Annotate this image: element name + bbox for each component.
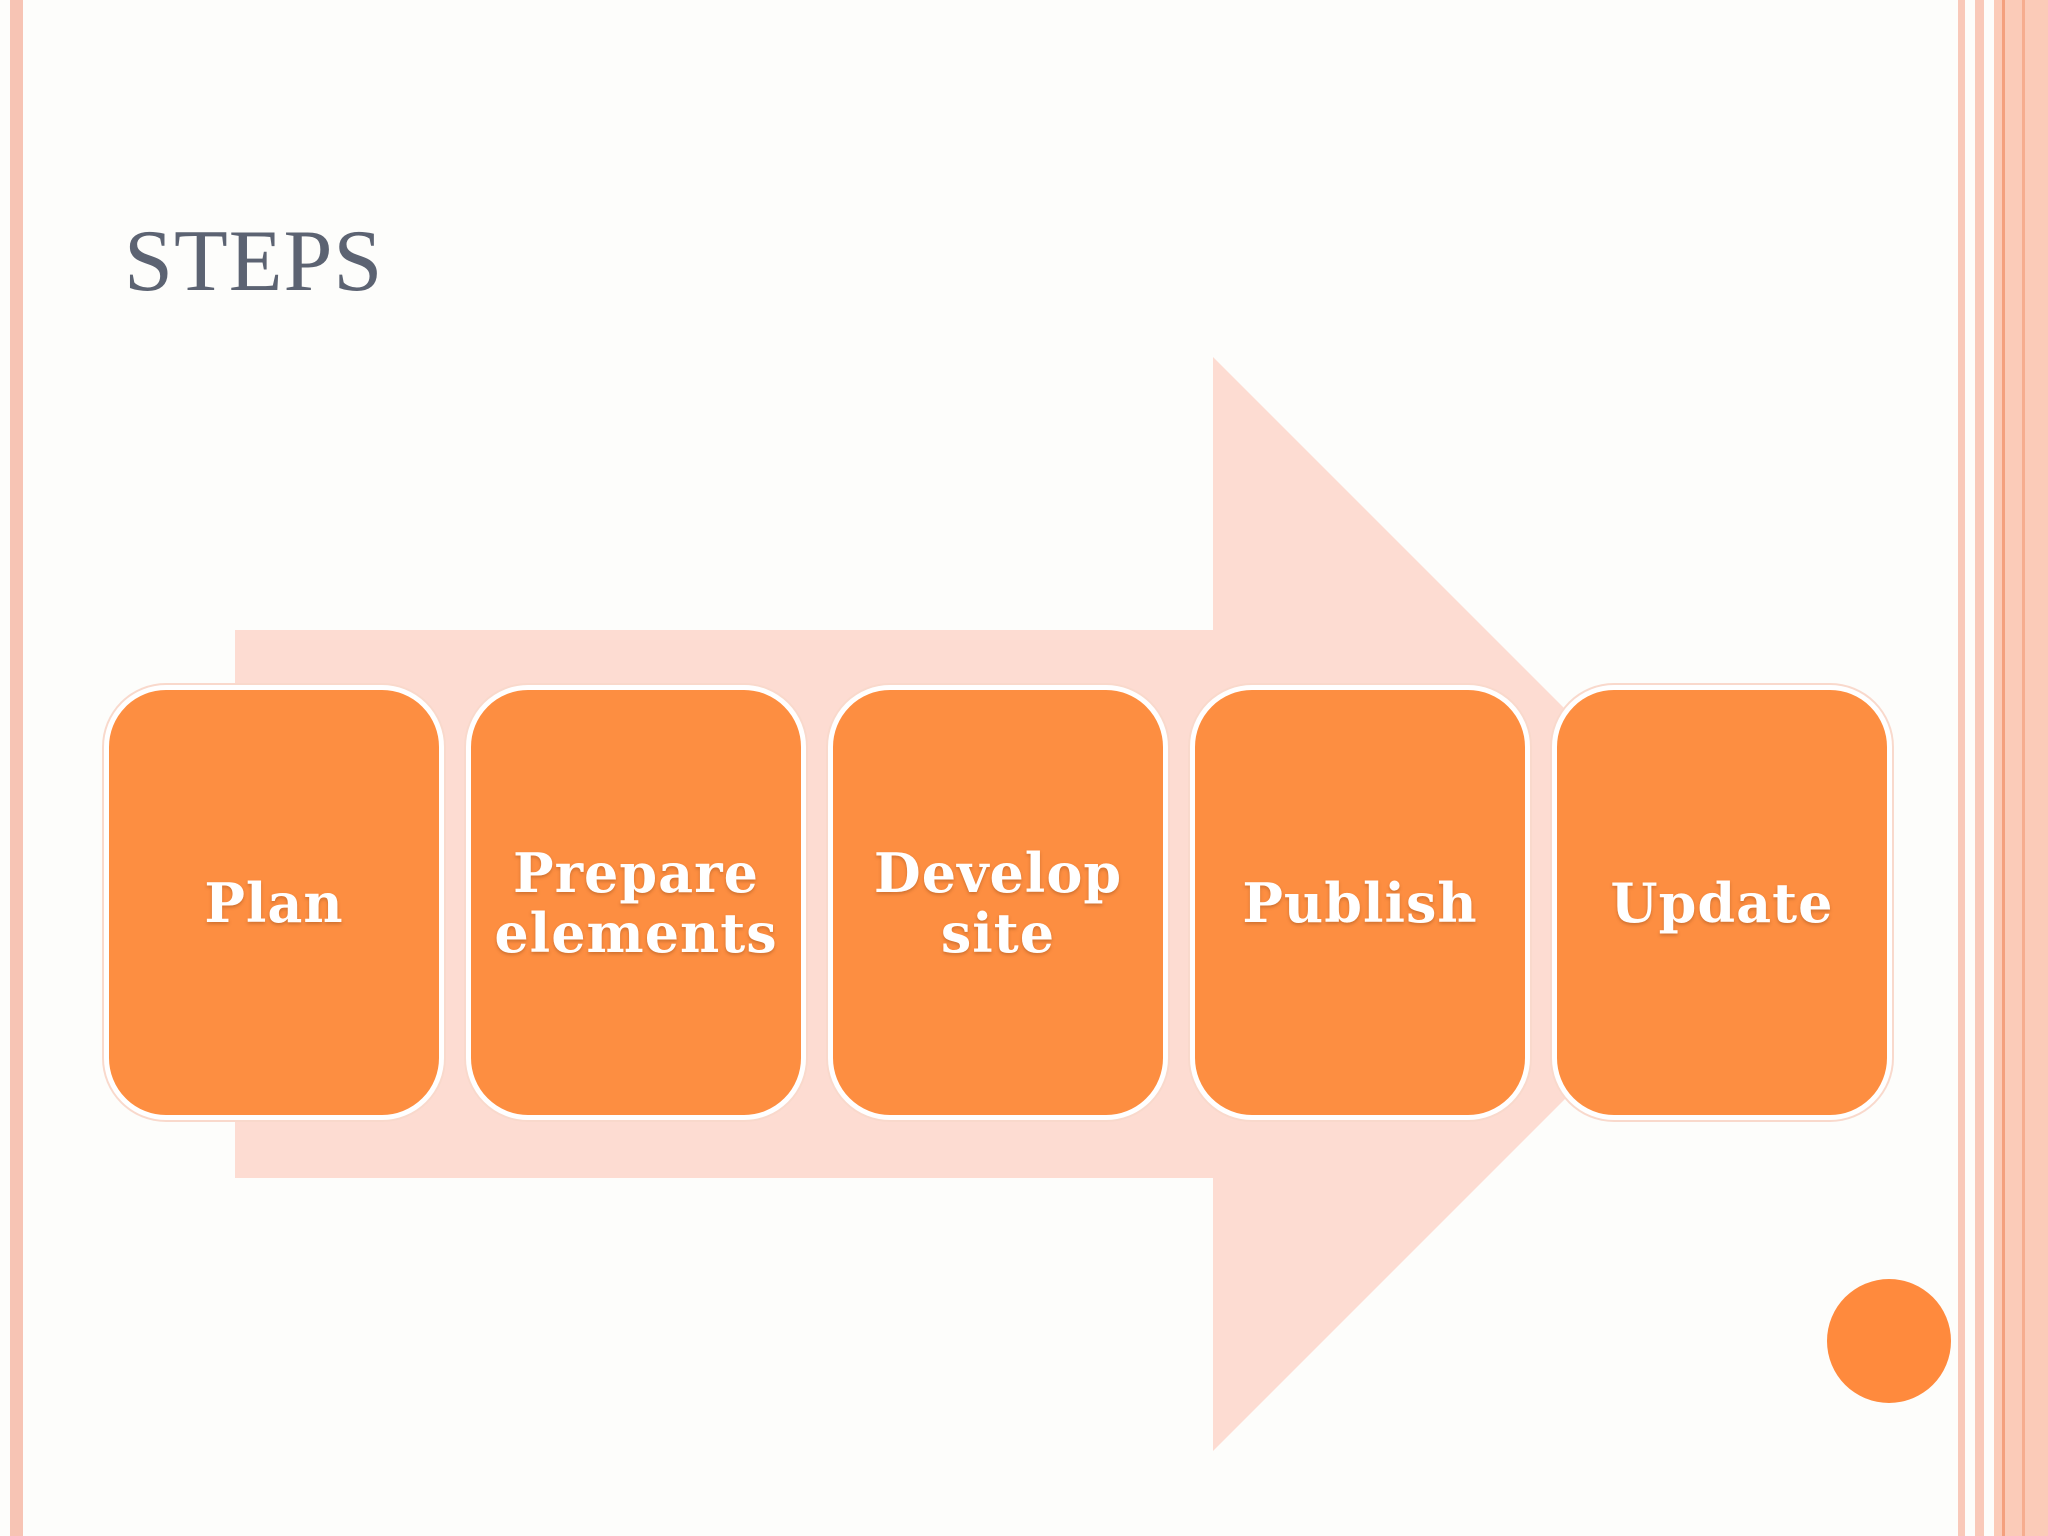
- left-border-stripe: [10, 0, 23, 1536]
- step-label: Prepare elements: [494, 840, 778, 965]
- step-label: Plan: [204, 870, 344, 935]
- step-box-plan: Plan: [104, 685, 444, 1120]
- right-border-line: [2002, 0, 2005, 1536]
- step-box-update: Update: [1552, 685, 1892, 1120]
- decorative-circle: [1827, 1279, 1951, 1403]
- right-border-line: [2022, 0, 2025, 1536]
- right-border-stripe: [1975, 0, 1984, 1536]
- right-border-stripe: [1958, 0, 1965, 1536]
- step-box-publish: Publish: [1190, 685, 1530, 1120]
- step-label: Develop site: [873, 840, 1123, 965]
- step-box-develop-site: Develop site: [828, 685, 1168, 1120]
- step-box-prepare-elements: Prepare elements: [466, 685, 806, 1120]
- step-label: Publish: [1242, 870, 1478, 935]
- slide-title: STEPS: [124, 213, 384, 310]
- step-label: Update: [1610, 870, 1834, 935]
